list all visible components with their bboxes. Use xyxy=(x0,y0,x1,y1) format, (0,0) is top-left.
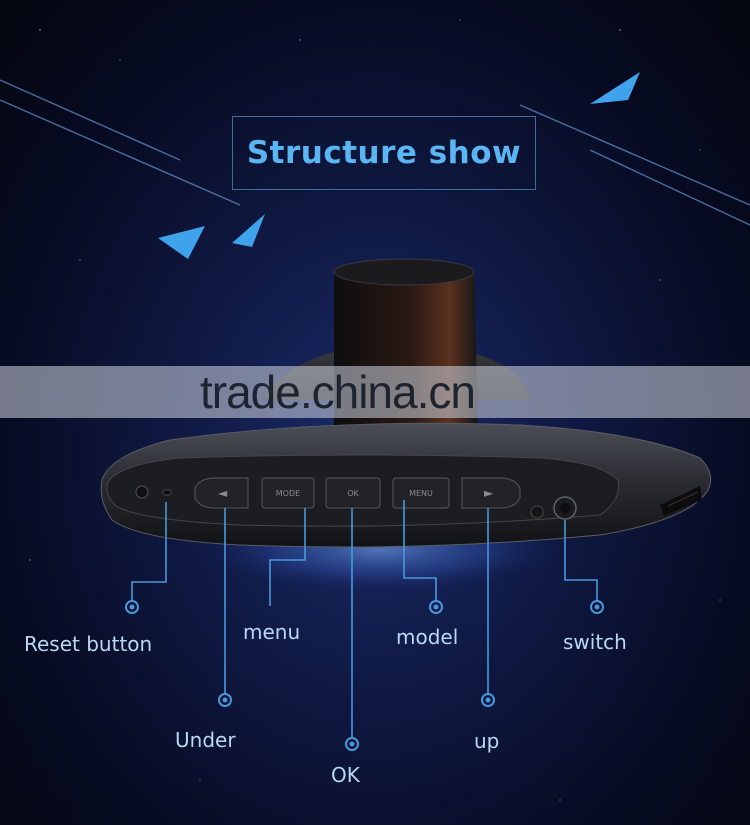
up-callout-dot xyxy=(481,693,495,707)
svg-text:MODE: MODE xyxy=(276,489,300,498)
title-frame: Structure show xyxy=(232,116,536,190)
reset-callout-line xyxy=(131,502,167,600)
mode-button xyxy=(261,477,315,509)
page-title: Structure show xyxy=(246,135,522,171)
label-under: Under xyxy=(175,728,236,752)
label-switch: switch xyxy=(563,630,627,654)
svg-text:OK: OK xyxy=(347,489,359,498)
ok-callout-dot xyxy=(345,737,359,751)
label-menu: menu xyxy=(243,620,301,644)
ok-button xyxy=(325,477,381,509)
reset-callout-dot xyxy=(125,600,139,614)
switch-callout-dot xyxy=(590,600,604,614)
switch-callout-line xyxy=(564,520,598,600)
decorative-triangles xyxy=(158,72,640,259)
svg-text:►: ► xyxy=(484,486,494,500)
model-callout-line xyxy=(403,500,437,600)
svg-text:MENU: MENU xyxy=(409,489,433,498)
settings-icon xyxy=(530,505,544,519)
label-reset-button: Reset button xyxy=(24,632,153,656)
watermark-band xyxy=(0,366,750,418)
svg-text:◄: ◄ xyxy=(218,486,228,500)
under-button xyxy=(194,477,249,509)
reset-hole xyxy=(162,489,172,496)
label-ok: OK xyxy=(331,763,360,787)
label-model: model xyxy=(396,625,459,649)
up-button xyxy=(461,477,521,509)
model-callout-dot xyxy=(429,600,443,614)
menu-button xyxy=(392,477,450,509)
callout-dots xyxy=(125,600,604,751)
under-callout-dot xyxy=(218,693,232,707)
label-up: up xyxy=(474,729,500,753)
power-icon xyxy=(135,485,149,499)
callout-lines xyxy=(131,500,598,738)
menu-callout-line xyxy=(269,508,306,606)
decorative-lines xyxy=(0,79,750,226)
watermark-text: trade.china.cn xyxy=(200,366,476,418)
